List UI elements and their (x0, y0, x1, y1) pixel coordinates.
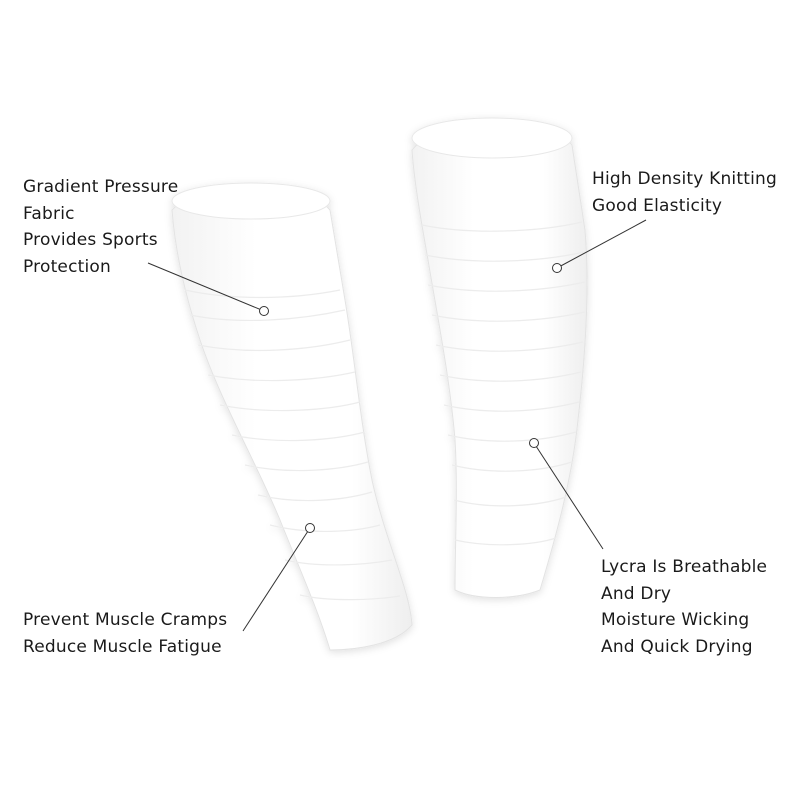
callout-line: Good Elasticity (592, 195, 723, 216)
callout-line: Provides Sports (23, 230, 158, 250)
callout-line: High Density Knitting (592, 169, 777, 189)
callout-high-density-knitting: High Density Knitting Good Elasticity (592, 166, 777, 219)
left-sleeve-folds (184, 289, 401, 601)
callout-line: Lycra Is Breathable (601, 557, 768, 577)
callout-gradient-pressure: Gradient Pressure Fabric Provides Sports… (23, 174, 178, 280)
callout-line: Fabric (23, 203, 75, 224)
callout-line: Gradient Pressure (23, 177, 179, 197)
callout-line: Prevent Muscle Cramps (23, 610, 228, 630)
leader-lines (147, 219, 647, 632)
callout-line: Moisture Wicking (601, 610, 750, 630)
callout-line: Protection (23, 256, 112, 277)
left-sleeve (171, 182, 413, 651)
callout-lycra-breathable: Lycra Is Breathable And Dry Moisture Wic… (601, 554, 767, 660)
right-sleeve-folds (421, 221, 586, 546)
callout-line: And Quick Drying (601, 636, 753, 657)
callout-line: And Dry (601, 583, 672, 604)
right-sleeve (411, 117, 588, 598)
callout-prevent-muscle-cramps: Prevent Muscle Cramps Reduce Muscle Fati… (23, 607, 227, 660)
callout-line: Reduce Muscle Fatigue (23, 636, 222, 657)
